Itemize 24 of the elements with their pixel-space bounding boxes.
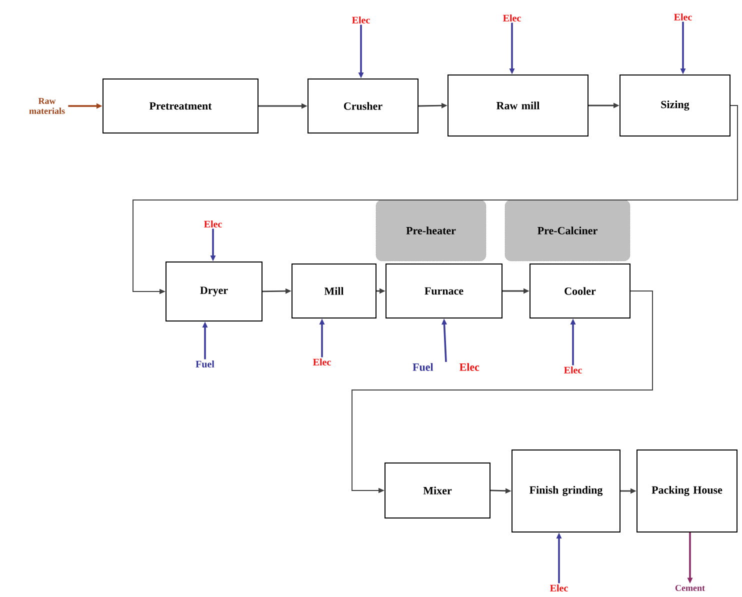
flow-label: Cement xyxy=(675,584,705,592)
process-box: Mixer xyxy=(384,462,490,518)
flow-label: Elec xyxy=(503,14,521,22)
flow-label: Elec xyxy=(313,358,331,366)
flow-label: Elec xyxy=(550,584,568,592)
process-box: Cooler xyxy=(530,264,630,318)
process-box: Sizing xyxy=(620,74,730,136)
process-box: Furnace xyxy=(386,264,502,318)
process-box: Raw mill xyxy=(448,74,588,136)
flow-label: Elec xyxy=(674,13,692,20)
process-box: Crusher xyxy=(308,78,418,134)
process-box: Dryer xyxy=(166,261,262,322)
flow-label: Elec xyxy=(564,366,582,374)
flow-label: Fuel Elec xyxy=(412,363,480,371)
flow-label: Fuel xyxy=(196,360,214,368)
equipment-box: Pre-heater xyxy=(376,200,486,262)
flow-label: Raw materials xyxy=(29,98,65,114)
process-box: Mill xyxy=(292,264,376,318)
process-box: Pretreatment xyxy=(102,78,258,134)
equipment-box: Pre-Calciner xyxy=(504,200,630,262)
process-box: Finish grinding xyxy=(512,449,620,532)
process-box: Packing House xyxy=(636,449,738,532)
flow-label: Elec xyxy=(352,16,370,24)
flow-label: Elec xyxy=(204,220,222,228)
